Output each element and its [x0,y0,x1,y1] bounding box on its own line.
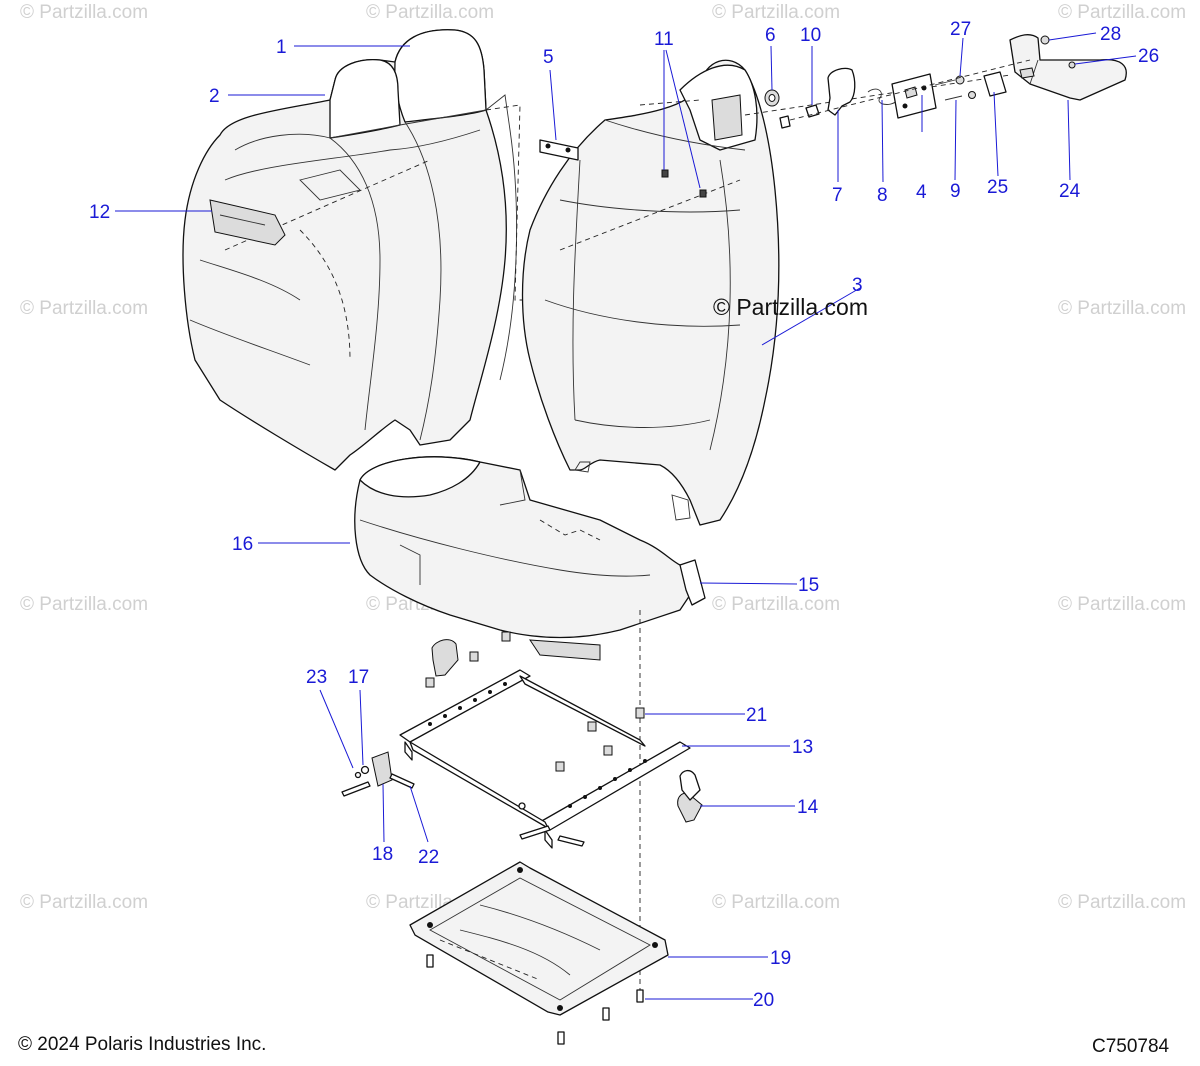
seat-slider-frame [341,631,703,849]
part-20-screw [426,954,434,968]
watermark: © Partzilla.com [20,892,148,913]
part-26-screw [1068,61,1076,69]
callout-18: 18 [372,844,393,865]
seat-shell [521,59,780,526]
part-10-clip [805,104,820,118]
callout-labels: 1 2 3 4 5 6 7 8 9 10 11 12 13 14 15 16 1… [89,19,1159,1011]
part-23-nut [354,771,362,779]
callout-15: 15 [798,575,819,596]
part-25-striker [983,71,1007,97]
copyright-text: © 2024 Polaris Industries Inc. [18,1034,267,1055]
part-21-nut [635,707,645,719]
callout-14: 14 [797,797,819,818]
watermark: © Partzilla.com [1058,298,1186,319]
watermark: © Partzilla.com [1058,594,1186,615]
latch-hardware [764,34,1127,129]
watermark: © Partzilla.com [712,594,840,615]
callout-28: 28 [1100,24,1121,45]
seat-base-plate [409,861,669,1045]
seat-cushion [354,456,706,661]
part-7-handle [827,67,856,116]
diagram-code: C750784 [1092,1036,1170,1057]
watermark: © Partzilla.com [20,594,148,615]
watermark: © Partzilla.com [712,2,840,23]
callout-3: 3 [852,275,863,296]
callout-19: 19 [770,948,791,969]
seat-back-assembly [182,29,517,471]
callout-8: 8 [877,185,888,206]
callout-25: 25 [987,177,1008,198]
callout-10: 10 [800,25,821,46]
callout-22: 22 [418,847,439,868]
callout-13: 13 [792,737,813,758]
part-20-screw [636,989,644,1003]
watermark: © Partzilla.com [1058,892,1186,913]
callout-26: 26 [1138,46,1159,67]
watermark: © Partzilla.com [712,892,840,913]
callout-21: 21 [746,705,767,726]
callout-23: 23 [306,667,327,688]
part-18-bracket [371,751,393,787]
callout-6: 6 [765,25,776,46]
callout-24: 24 [1059,181,1081,202]
part-17-washer [360,765,370,775]
part-15-tab [679,559,706,606]
part-20-screw [602,1007,610,1021]
watermark: © Partzilla.com [1058,2,1186,23]
part-28-nut [1040,35,1050,45]
callout-9: 9 [950,181,961,202]
callout-27: 27 [950,19,971,40]
watermark: © Partzilla.com [20,2,148,23]
callout-20: 20 [753,990,774,1011]
callout-16: 16 [232,534,253,555]
callout-7: 7 [832,185,843,206]
leader-lines [115,32,1137,1000]
watermark: © Partzilla.com [20,298,148,319]
callout-5: 5 [543,47,554,68]
callout-17: 17 [348,667,369,688]
center-watermark: © Partzilla.com [713,294,868,320]
callout-12: 12 [89,202,110,223]
part-5-plate [539,139,579,161]
callout-11: 11 [654,29,674,50]
callout-4: 4 [916,182,927,203]
part-20-screw [557,1031,565,1045]
part-8-cable [867,88,899,105]
watermark: © Partzilla.com [366,2,494,23]
part-14-strap [431,639,459,677]
callout-2: 2 [209,86,220,107]
part-22-bolt [389,773,415,789]
callout-1: 1 [276,37,287,58]
